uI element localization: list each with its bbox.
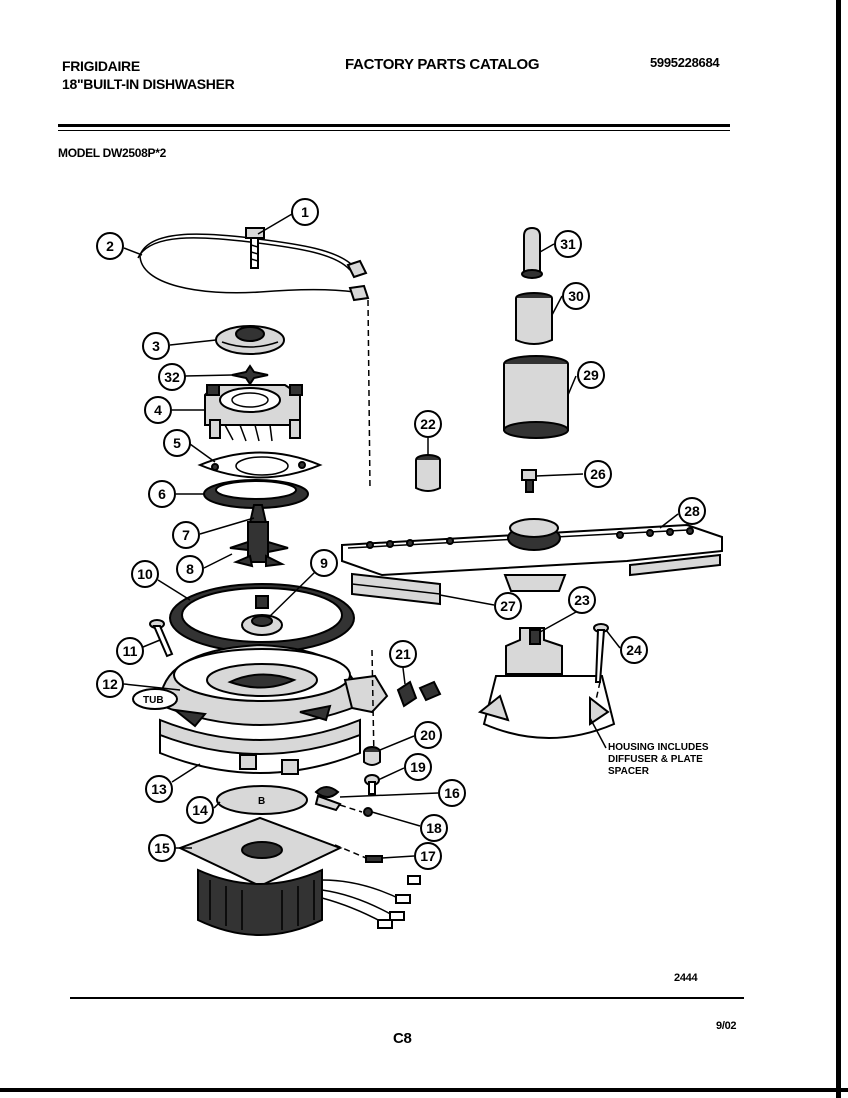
callout-21: 21 bbox=[395, 646, 411, 662]
callout-28: 28 bbox=[684, 503, 700, 519]
callouts: 1 2 3 32 4 5 6 7 8 10 9 11 12 13 14 15 3… bbox=[96, 198, 706, 870]
nut bbox=[363, 746, 381, 766]
callout-4: 4 bbox=[154, 402, 162, 418]
motor bbox=[177, 816, 421, 936]
callout-10: 10 bbox=[137, 566, 153, 582]
center-nut bbox=[241, 595, 283, 636]
grommet bbox=[339, 804, 373, 817]
callout-6: 6 bbox=[158, 486, 166, 502]
callout-3: 3 bbox=[152, 338, 160, 354]
leader-lines bbox=[123, 213, 679, 859]
callout-16: 16 bbox=[444, 785, 460, 801]
housing-note-line-3: SPACER bbox=[608, 766, 650, 777]
callout-13: 13 bbox=[151, 781, 167, 797]
callout-30: 30 bbox=[568, 288, 584, 304]
seal-ring bbox=[203, 479, 309, 509]
callout-11: 11 bbox=[123, 643, 138, 659]
screw bbox=[245, 227, 265, 269]
revision-date: 9/02 bbox=[716, 1020, 737, 1032]
clamp bbox=[314, 786, 342, 812]
callout-24: 24 bbox=[626, 642, 642, 658]
pump-base bbox=[158, 643, 389, 775]
callout-27: 27 bbox=[500, 598, 516, 614]
callout-32: 32 bbox=[164, 369, 180, 385]
impeller-star bbox=[231, 364, 269, 386]
callout-26: 26 bbox=[590, 466, 606, 482]
small-fitting bbox=[521, 469, 537, 493]
catalog-number: 5995228684 bbox=[650, 55, 720, 70]
callout-9: 9 bbox=[320, 555, 328, 571]
callout-7: 7 bbox=[182, 527, 190, 543]
callout-19: 19 bbox=[410, 759, 426, 775]
catalog-title: FACTORY PARTS CATALOG bbox=[345, 56, 540, 73]
callout-31: 31 bbox=[560, 236, 576, 252]
page-border-bottom bbox=[0, 1088, 848, 1092]
callout-20: 20 bbox=[420, 727, 436, 743]
callout-2: 2 bbox=[106, 238, 114, 254]
footer-rule bbox=[70, 997, 744, 999]
callout-22: 22 bbox=[420, 416, 436, 432]
spring-clip bbox=[396, 680, 442, 708]
model-number: MODEL DW2508P*2 bbox=[58, 146, 166, 160]
callout-18: 18 bbox=[426, 820, 442, 836]
pump-housing-cover bbox=[204, 384, 303, 442]
impeller bbox=[229, 521, 289, 568]
shaft-seal bbox=[248, 504, 268, 524]
spray-tube-base bbox=[503, 355, 569, 439]
spray-tube-middle bbox=[515, 292, 553, 345]
bolt bbox=[364, 774, 380, 795]
callout-12: 12 bbox=[102, 676, 118, 692]
page-number: C8 bbox=[393, 1030, 412, 1047]
bushing bbox=[415, 454, 441, 492]
product-name: 18"BUILT-IN DISHWASHER bbox=[62, 76, 235, 92]
callout-8: 8 bbox=[186, 561, 194, 577]
housing-bolt bbox=[593, 623, 609, 701]
callout-23: 23 bbox=[574, 592, 590, 608]
callout-15: 15 bbox=[154, 840, 170, 856]
housing-note: HOUSING INCLUDES DIFFUSER & PLATE SPACER bbox=[608, 742, 709, 777]
header-rule bbox=[58, 124, 730, 127]
plate-letter: B bbox=[258, 796, 265, 807]
header-rule-thin bbox=[58, 130, 730, 131]
tub-label: TUB bbox=[143, 695, 164, 706]
callout-29: 29 bbox=[583, 367, 599, 383]
drawing-number: 2444 bbox=[674, 972, 698, 984]
callout-1: 1 bbox=[301, 204, 309, 220]
callout-5: 5 bbox=[173, 435, 181, 451]
callout-17: 17 bbox=[420, 848, 436, 864]
housing-note-line-2: DIFFUSER & PLATE bbox=[608, 754, 703, 765]
diffuser-housing bbox=[477, 627, 616, 739]
page-border-right bbox=[836, 0, 841, 1098]
wire-tie bbox=[334, 844, 383, 863]
spray-arm-bracket bbox=[351, 572, 441, 606]
tub-label-group: TUB bbox=[132, 688, 178, 710]
motor-mount-plate: B bbox=[216, 785, 308, 815]
mounting-screw bbox=[149, 619, 174, 658]
gasket-plate bbox=[197, 451, 323, 479]
lower-spray-arm bbox=[341, 518, 723, 592]
spray-disc bbox=[215, 325, 285, 355]
housing-note-line-1: HOUSING INCLUDES bbox=[608, 742, 709, 753]
brand-name: FRIGIDAIRE bbox=[62, 58, 140, 74]
spray-tube-tip bbox=[521, 226, 543, 279]
callout-14: 14 bbox=[192, 802, 208, 818]
